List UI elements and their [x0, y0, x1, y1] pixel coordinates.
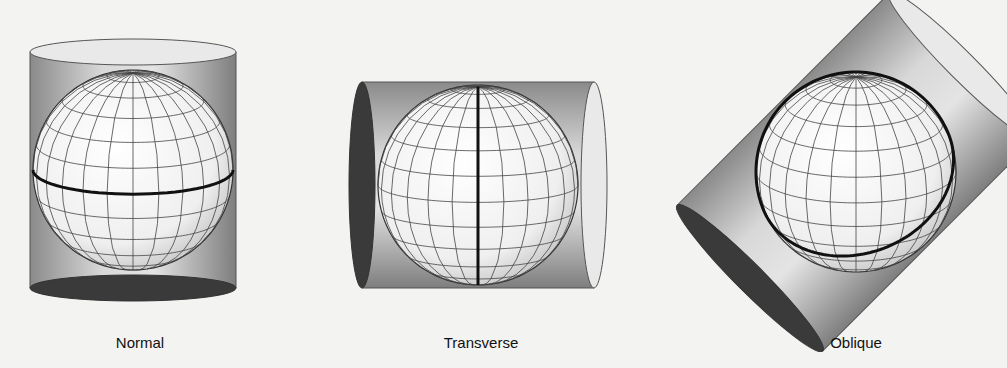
graticule — [378, 85, 578, 285]
figure-label: Normal — [116, 334, 164, 351]
projection-cylinder — [667, 0, 1007, 361]
cylinder-top-opening — [30, 39, 236, 65]
figure-label: Transverse — [444, 334, 518, 351]
cylinder-edge — [362, 288, 594, 289]
projection-cylinder — [349, 82, 607, 288]
cylinder-bottom-opening — [30, 275, 236, 301]
cylinder-edge — [362, 82, 594, 83]
figure-label: Oblique — [830, 334, 882, 351]
graticule — [33, 70, 233, 270]
globe — [378, 85, 578, 285]
tangent-line — [33, 170, 233, 194]
globe — [756, 72, 956, 272]
normal-cylinder-figure — [30, 39, 236, 301]
globe-sphere — [378, 85, 578, 285]
cylinder-bottom-opening — [349, 82, 375, 288]
cylinder-top-opening — [581, 82, 607, 288]
graticule — [756, 72, 956, 272]
cylinder-body — [362, 82, 594, 288]
tangent-line — [756, 72, 954, 256]
oblique-cylinder-figure — [667, 0, 1007, 361]
cylinder-edge — [236, 52, 237, 288]
globe-sphere — [33, 70, 233, 270]
transverse-cylinder-figure — [349, 82, 607, 288]
cylinder-edge — [30, 52, 31, 288]
globe-sphere — [756, 72, 956, 272]
globe — [33, 70, 233, 270]
projection-cylinder — [30, 39, 236, 301]
cylinder-body — [30, 52, 236, 288]
tangent-line — [477, 87, 480, 285]
